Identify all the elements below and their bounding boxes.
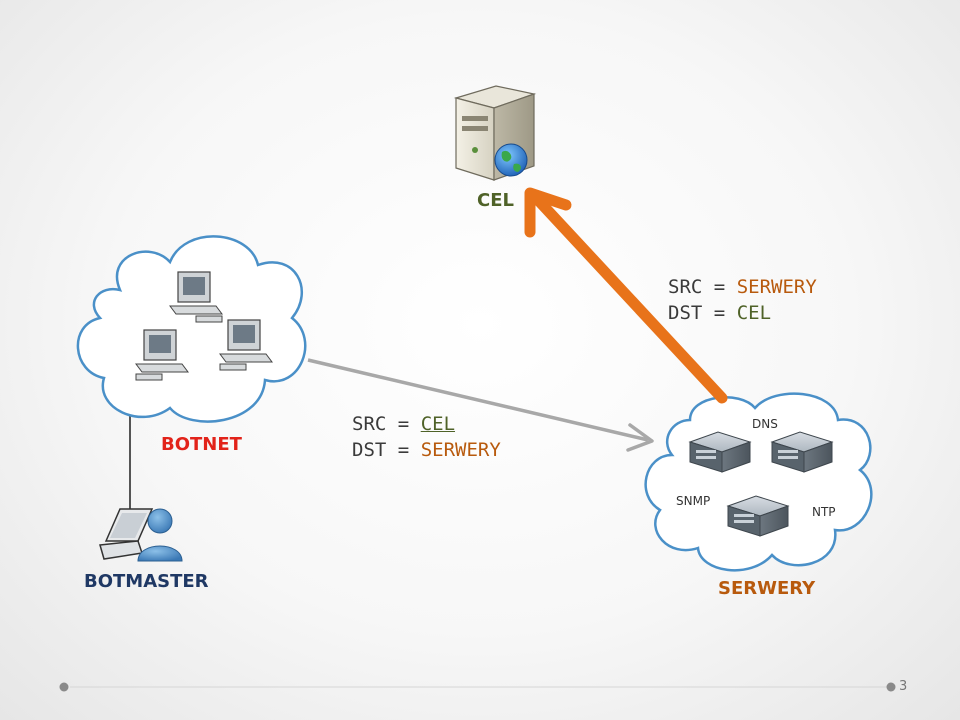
reflected-dst-key: DST [668,302,703,324]
request-src-key: SRC [352,413,387,435]
bot-computer-icon [169,271,223,323]
request-dst-line: DST = SERWERY [352,437,501,463]
reflected-src-line: SRC = SERWERY [668,274,817,300]
footer-bullet-left [59,682,69,692]
reflected-src-value: SERWERY [736,276,817,298]
rack-server-icon [726,495,790,537]
servers-label: SERWERY [718,578,816,599]
bot-computer-icon [135,329,189,381]
botnet-label: BOTNET [161,434,242,455]
server-type-snmp: SNMP [676,494,711,508]
rack-server-icon [770,431,834,473]
request-dst-key: DST [352,439,387,461]
server-type-ntp: NTP [812,505,836,519]
bot-computer-icon [219,319,273,371]
request-src-line: SRC = CEL [352,411,455,437]
reflected-src-key: SRC [668,276,703,298]
request-src-value: CEL [420,413,456,435]
reflected-dst-value: CEL [736,302,772,324]
botnet-cloud [76,235,307,423]
request-src-eq: = [397,413,410,435]
botmaster-label: BOTMASTER [84,571,209,592]
footer-bullet-right [886,682,896,692]
page-number: 3 [899,679,908,694]
reflected-src-eq: = [713,276,726,298]
request-dst-eq: = [397,439,410,461]
target-label: CEL [477,190,514,211]
reflected-attack-arrow [524,187,728,404]
target-server-icon [453,85,537,181]
request-arrow [307,358,654,452]
reflected-dst-line: DST = CEL [668,300,771,326]
botmaster-icon [99,508,183,562]
rack-server-icon [688,431,752,473]
server-type-dns: DNS [752,417,778,431]
request-dst-value: SERWERY [420,439,501,461]
reflected-dst-eq: = [713,302,726,324]
